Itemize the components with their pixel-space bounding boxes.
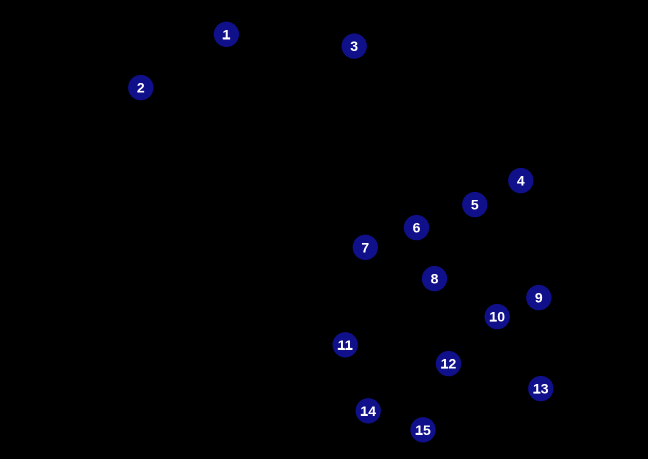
svg-text:1: 1: [223, 26, 231, 42]
svg-text:14: 14: [360, 403, 376, 419]
svg-text:15: 15: [415, 422, 431, 438]
svg-text:10: 10: [489, 309, 505, 325]
svg-text:6: 6: [413, 220, 421, 236]
svg-text:9: 9: [535, 290, 543, 306]
svg-text:12: 12: [441, 356, 457, 372]
svg-text:11: 11: [338, 337, 353, 353]
svg-text:13: 13: [533, 381, 549, 397]
svg-text:3: 3: [350, 38, 358, 54]
svg-text:4: 4: [517, 173, 525, 189]
svg-text:2: 2: [137, 80, 145, 96]
svg-text:5: 5: [471, 197, 479, 213]
svg-text:7: 7: [361, 239, 369, 255]
svg-text:8: 8: [431, 271, 439, 287]
